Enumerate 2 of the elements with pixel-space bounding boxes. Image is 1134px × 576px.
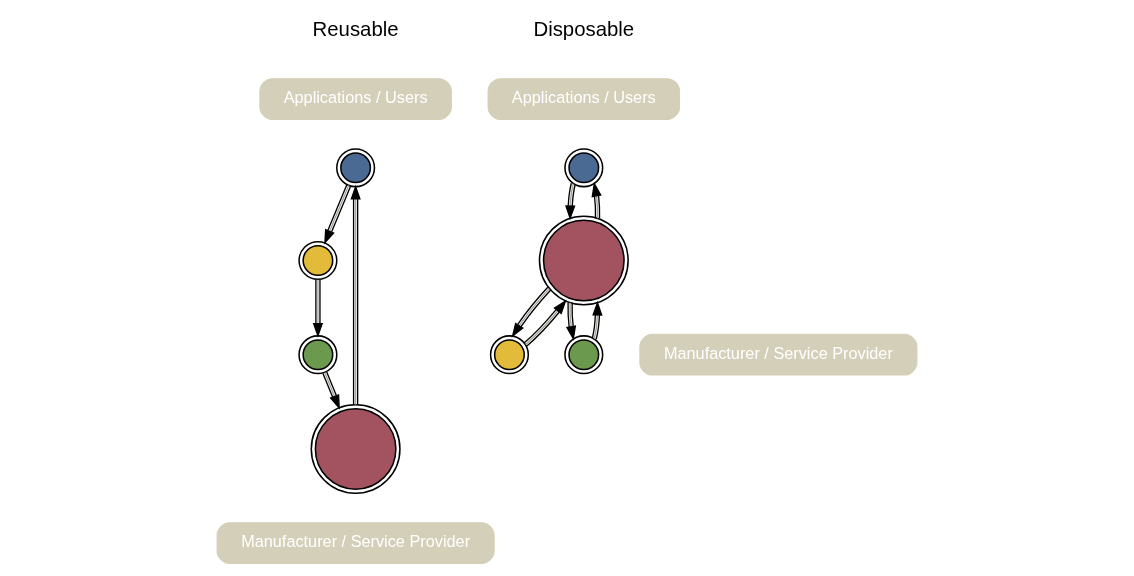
- label: Reusable: [312, 17, 399, 40]
- label: Disposable: [533, 17, 635, 40]
